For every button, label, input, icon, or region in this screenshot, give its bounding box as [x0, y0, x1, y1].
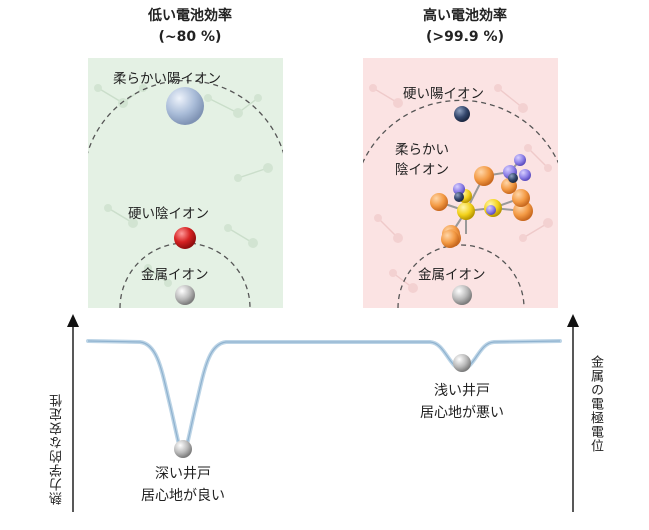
- purple-atom: [453, 183, 465, 195]
- soft-anion-label: 柔らかい 陰イオン: [395, 140, 449, 180]
- orange-atom: [474, 166, 494, 186]
- orange-atom: [441, 230, 459, 248]
- metal-ion-sphere-right: [452, 285, 472, 305]
- deep-well-label: 深い井戸 居心地が良い: [123, 463, 243, 507]
- shallow-well-line1: 浅い井戸: [434, 383, 490, 399]
- soft-cation-sphere: [166, 87, 204, 125]
- deep-well-line2: 居心地が良い: [141, 488, 225, 504]
- hard-cation-label: 硬い陽イオン: [403, 86, 484, 102]
- metal-ion-sphere-left: [175, 285, 195, 305]
- inner-shell-right: [397, 244, 525, 308]
- hard-anion-sphere: [174, 227, 196, 249]
- purple-atom: [519, 169, 531, 181]
- shallow-well-label: 浅い井戸 居心地が悪い: [402, 380, 522, 424]
- left-axis-label: 熱力学的な安定性: [50, 393, 65, 505]
- outer-shell-right: [363, 99, 558, 164]
- dark-atom: [454, 192, 464, 202]
- shallow-well-line2: 居心地が悪い: [420, 405, 504, 421]
- purple-atom: [486, 205, 496, 215]
- purple-atom: [514, 154, 526, 166]
- left-title-line2: (~80 %): [158, 29, 222, 45]
- right-panel-graphic: [363, 84, 558, 308]
- deep-well-ball: [174, 440, 192, 458]
- right-panel: 硬い陽イオン 柔らかい 陰イオン 金属イオン: [363, 58, 558, 308]
- outer-shell-left: [88, 79, 283, 154]
- left-panel-graphic: [88, 79, 283, 308]
- left-title: 低い電池効率 (~80 %): [90, 6, 290, 48]
- dark-atom: [508, 173, 518, 183]
- hard-anion-label: 硬い陰イオン: [128, 206, 209, 222]
- right-axis-arrow: [567, 314, 579, 327]
- soft-anion-label-line2: 陰イオン: [395, 162, 449, 178]
- orange-atom: [430, 193, 448, 211]
- hard-cation-sphere: [454, 106, 470, 122]
- deep-well-line1: 深い井戸: [155, 466, 211, 482]
- right-title-line1: 高い電池効率: [423, 8, 507, 24]
- right-title: 高い電池効率 (>99.9 %): [365, 6, 565, 48]
- soft-anion-label-line1: 柔らかい: [395, 142, 449, 158]
- right-title-line2: (>99.9 %): [426, 29, 504, 45]
- left-panel: 柔らかい陽イオン 硬い陰イオン 金属イオン: [88, 58, 283, 308]
- soft-cation-label: 柔らかい陽イオン: [113, 71, 221, 87]
- left-axis-arrow: [67, 314, 79, 327]
- orange-atom: [512, 189, 530, 207]
- left-title-line1: 低い電池効率: [148, 8, 232, 24]
- right-axis-label: 金属の電極電位: [588, 355, 603, 453]
- yellow-atom: [457, 202, 475, 220]
- metal-ion-label-right: 金属イオン: [418, 267, 486, 283]
- metal-ion-label-left: 金属イオン: [141, 267, 209, 283]
- shallow-well-ball: [453, 354, 471, 372]
